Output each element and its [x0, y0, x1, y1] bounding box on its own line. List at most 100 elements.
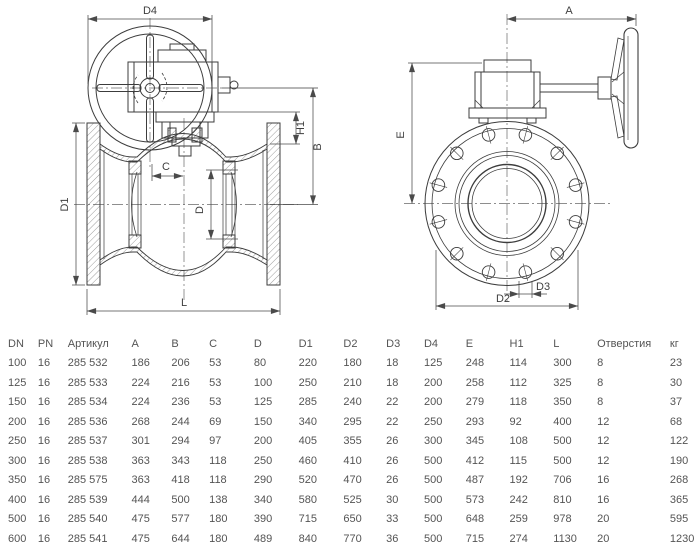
- table-cell: 285 532: [67, 357, 108, 370]
- table-cell: 470: [343, 474, 362, 487]
- dim-label-d4: D4: [143, 5, 157, 17]
- table-cell: 18: [386, 376, 399, 389]
- table-header-cell: L: [553, 337, 560, 350]
- table-cell: 108: [509, 435, 528, 448]
- table-cell: 69: [209, 415, 222, 428]
- table-cell: 210: [343, 376, 362, 389]
- table-cell: 250: [253, 454, 273, 467]
- table-cell: 8: [597, 357, 604, 370]
- table-cell: 16: [37, 357, 51, 370]
- table-cell: 200: [8, 415, 27, 428]
- side-view-drawing: D4 D1 L C D H1 B: [59, 5, 324, 315]
- table-cell: 20: [597, 532, 610, 545]
- table-header-cell: H1: [509, 337, 524, 350]
- table-cell: 30: [386, 493, 399, 506]
- table-cell: 125: [8, 376, 27, 389]
- table-cell: 580: [298, 493, 317, 506]
- table-cell: 18: [386, 357, 399, 370]
- table-cell: 122: [669, 435, 689, 448]
- table-cell: 410: [343, 454, 362, 467]
- table-cell: 285 575: [67, 474, 108, 487]
- table-cell: 92: [509, 415, 522, 428]
- table-cell: 577: [171, 513, 190, 526]
- dim-label-c: C: [162, 161, 170, 173]
- valve-technical-drawing: D4 D1 L C D H1 B: [59, 5, 639, 315]
- table-cell: 200: [423, 396, 443, 409]
- table-cell: 26: [386, 454, 399, 467]
- dim-label-d: D: [194, 206, 206, 214]
- table-cell: 345: [465, 435, 485, 448]
- table-cell: 355: [343, 435, 362, 448]
- table-header-cell: кг: [669, 337, 679, 350]
- table-cell: 216: [171, 376, 190, 389]
- table-cell: 26: [386, 474, 399, 487]
- table-cell: 340: [298, 415, 317, 428]
- table-cell: 180: [209, 513, 228, 526]
- table-cell: 274: [509, 532, 528, 545]
- bore-circle: [467, 163, 547, 244]
- table-header-cell: Артикул: [67, 337, 109, 350]
- table-cell: 97: [209, 435, 222, 448]
- table-cell: 489: [253, 532, 273, 545]
- table-cell: 250: [298, 376, 317, 389]
- table-cell: 290: [253, 474, 273, 487]
- table-cell: 300: [423, 435, 443, 448]
- side-view-dimensions: [72, 15, 318, 315]
- table-cell: 258: [465, 376, 485, 389]
- table-cell: 573: [465, 493, 485, 506]
- table-cell: 400: [8, 493, 27, 506]
- dim-label-d1: D1: [59, 197, 71, 211]
- table-cell: 268: [669, 474, 689, 487]
- table-cell: 285: [298, 396, 317, 409]
- table-cell: 16: [37, 532, 51, 545]
- table-cell: 285 538: [67, 454, 108, 467]
- table-cell: 118: [509, 396, 528, 409]
- handwheel-edge: [540, 27, 639, 149]
- table-cell: 53: [209, 376, 222, 389]
- table-cell: 500: [423, 532, 443, 545]
- table-cell: 68: [669, 415, 683, 428]
- table-cell: 16: [37, 435, 51, 448]
- table-cell: 285 534: [67, 396, 108, 409]
- table-cell: 53: [209, 357, 222, 370]
- dim-label-e: E: [395, 131, 407, 138]
- table-cell: 150: [8, 396, 27, 409]
- table-cell: 16: [37, 415, 51, 428]
- table-cell: 350: [553, 396, 572, 409]
- table-cell: 810: [553, 493, 572, 506]
- table-header-cell: DN: [8, 337, 24, 350]
- table-cell: 600: [8, 532, 27, 545]
- table-cell: 100: [8, 357, 27, 370]
- table-cell: 285 541: [67, 532, 108, 545]
- table-cell: 293: [465, 415, 485, 428]
- table-cell: 180: [343, 357, 362, 370]
- table-cell: 644: [171, 532, 190, 545]
- table-cell: 300: [553, 357, 572, 370]
- table-cell: 250: [8, 435, 27, 448]
- table-cell: 23: [669, 357, 683, 370]
- table-cell: 115: [509, 454, 528, 467]
- table-header-cell: D4: [423, 337, 439, 350]
- table-header-cell: A: [131, 337, 139, 350]
- ball-arc-left: [131, 171, 138, 238]
- table-cell: 138: [209, 493, 228, 506]
- table-cell: 595: [669, 513, 689, 526]
- right-flange: [266, 122, 281, 286]
- table-cell: 100: [253, 376, 273, 389]
- table-cell: 16: [37, 376, 51, 389]
- dim-label-d3: D3: [536, 281, 550, 293]
- table-cell: 240: [343, 396, 362, 409]
- table-cell: 200: [253, 435, 273, 448]
- table-cell: 125: [253, 396, 273, 409]
- table-cell: 460: [298, 454, 317, 467]
- table-cell: 363: [131, 454, 150, 467]
- flange-face: [424, 121, 590, 286]
- table-cell: 500: [423, 454, 443, 467]
- table-cell: 412: [465, 454, 485, 467]
